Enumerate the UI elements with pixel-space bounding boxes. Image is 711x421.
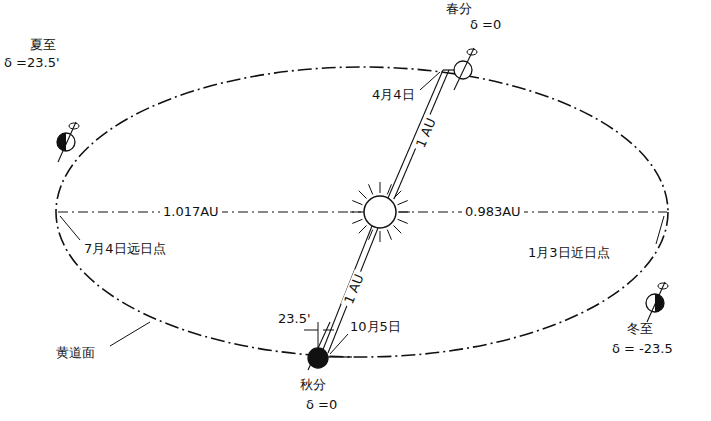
season-label: 春分: [446, 2, 472, 16]
declination: δ =0: [306, 398, 337, 412]
declination: δ = -23.5: [612, 342, 673, 356]
tilt-angle: 23.5': [278, 312, 311, 326]
earth-winter: [646, 282, 668, 322]
season-label: 夏至: [30, 38, 56, 52]
leader-line: [60, 216, 80, 240]
distance-label: 1 AU: [413, 113, 441, 152]
aphelion-label: 7月4日远日点: [84, 242, 166, 256]
earth-autumn: [304, 322, 352, 370]
earth-summer: [57, 122, 79, 162]
season-label: 冬至: [627, 322, 653, 336]
major-axis: [58, 211, 667, 212]
date-label: 4月4日: [372, 88, 415, 102]
sun-rays: [350, 182, 410, 242]
declination: δ =0: [470, 18, 501, 32]
earth-spring: [443, 48, 477, 90]
leader-line: [330, 334, 348, 354]
declination: δ =23.5': [4, 56, 60, 70]
sun: [364, 196, 396, 228]
distance-label: 0.983AU: [462, 205, 524, 219]
leader-line: [420, 72, 440, 90]
season-label: 秋分: [300, 378, 326, 392]
leader-line: [656, 216, 664, 244]
perihelion-label: 1月3日近日点: [528, 246, 610, 260]
plane-label: 黄道面: [56, 346, 95, 360]
distance-label: 1.017AU: [160, 205, 222, 219]
orbit-ellipse: [56, 67, 668, 357]
leader-line: [110, 322, 150, 346]
distance-label: 1 AU: [341, 269, 368, 308]
distance-line: [328, 228, 378, 353]
date-label: 10月5日: [350, 320, 401, 334]
